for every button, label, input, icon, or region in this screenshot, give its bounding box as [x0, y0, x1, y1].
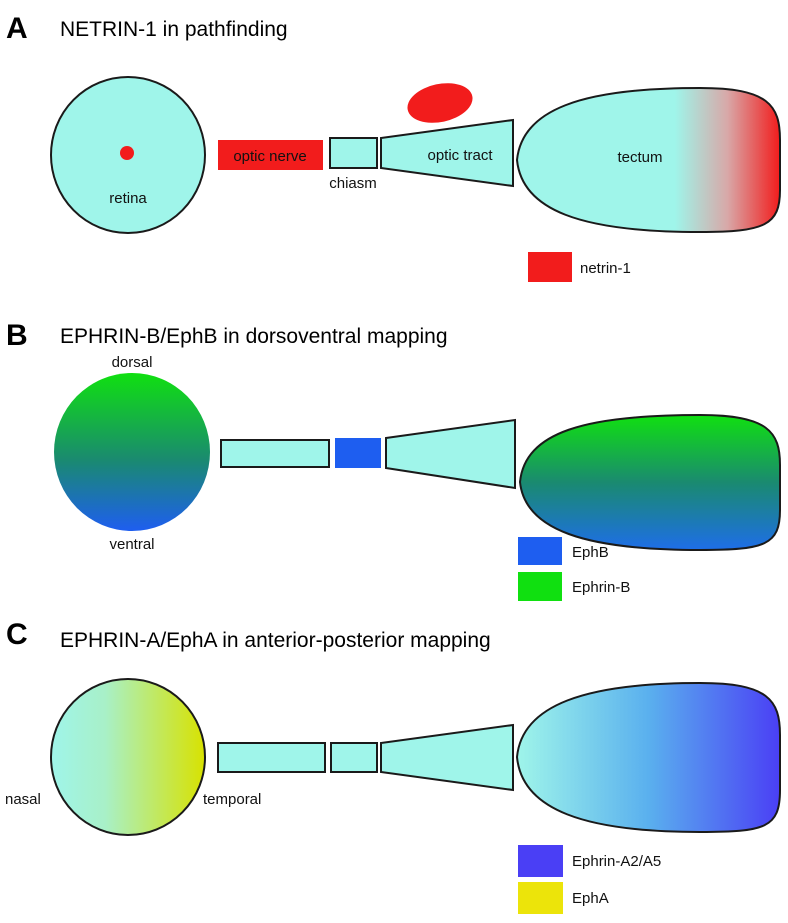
chiasm: [329, 137, 378, 169]
netrin-source: [407, 83, 473, 123]
chiasm-ephb: [335, 438, 381, 468]
tectum: [518, 413, 781, 552]
dorsal-label: dorsal: [112, 354, 153, 371]
panel-c: C EPHRIN-A/EphA in anterior-posterior ma…: [5, 618, 781, 914]
legend-label-ephrin-b: Ephrin-B: [572, 579, 630, 596]
legend-swatch-ephrin-a: [518, 845, 563, 877]
panel-title: EPHRIN-A/EphA in anterior-posterior mapp…: [60, 629, 491, 652]
legend-swatch-netrin: [528, 252, 572, 282]
retina-netrin-spot: [120, 146, 134, 160]
chiasm: [330, 742, 378, 773]
chiasm-label: chiasm: [329, 175, 377, 192]
legend-swatch-ephb: [518, 537, 562, 565]
tectum-label: tectum: [617, 149, 662, 166]
nasal-label: nasal: [5, 791, 41, 808]
panel-letter: A: [6, 12, 28, 45]
panel-title: NETRIN-1 in pathfinding: [60, 18, 288, 41]
optic-nerve: [218, 140, 323, 170]
temporal-label: temporal: [203, 791, 261, 808]
optic-tract: [385, 418, 516, 490]
legend-label-netrin: netrin-1: [580, 260, 631, 277]
optic-tract: [380, 118, 514, 188]
panel-a: A NETRIN-1 in pathfinding retina optic n…: [6, 12, 781, 282]
tectum: [515, 86, 781, 234]
retina: [54, 373, 210, 531]
panel-title: EPHRIN-B/EphB in dorsoventral mapping: [60, 325, 448, 348]
retina-label: retina: [109, 190, 147, 207]
legend-label-ephrin-a: Ephrin-A2/A5: [572, 853, 661, 870]
panel-b: B EPHRIN-B/EphB in dorsoventral mapping …: [6, 319, 781, 601]
panel-letter: B: [6, 319, 28, 352]
optic-nerve: [220, 439, 330, 468]
optic-tract-label: optic tract: [427, 147, 493, 164]
optic-nerve-label: optic nerve: [233, 148, 306, 165]
legend-label-ephb: EphB: [572, 544, 609, 561]
tectum: [515, 681, 781, 834]
optic-nerve: [217, 742, 326, 773]
panel-letter: C: [6, 618, 28, 651]
legend-swatch-ephrin-b: [518, 572, 562, 601]
optic-tract: [380, 723, 514, 792]
ventral-label: ventral: [109, 536, 154, 553]
legend-swatch-epha: [518, 882, 563, 914]
retina: [50, 678, 206, 836]
legend-label-epha: EphA: [572, 890, 609, 907]
